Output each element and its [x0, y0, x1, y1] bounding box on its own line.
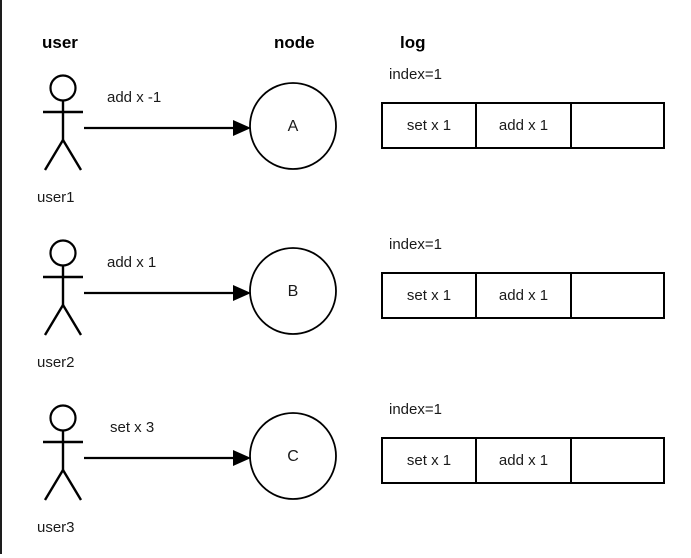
- log-index-label: index=1: [389, 236, 442, 253]
- node-label: B: [287, 283, 299, 300]
- edge-label: add x -1: [107, 89, 162, 106]
- node-circle: [249, 247, 337, 335]
- actor-stick-figure-icon: [43, 404, 83, 501]
- log-entry-cell: set x 1: [383, 104, 477, 147]
- actor-label: user2: [37, 354, 75, 371]
- log-entry-cell: add x 1: [477, 439, 572, 482]
- column-header-log: log: [400, 33, 426, 52]
- left-border-strip: [0, 0, 2, 554]
- message-arrow: [84, 450, 251, 466]
- actor-label: user3: [37, 519, 75, 536]
- log-table: set x 1 add x 1: [381, 102, 665, 149]
- edge-label: add x 1: [107, 254, 157, 271]
- diagram-row: user1 add x -1 A index=1 set x 1 add x 1: [0, 63, 691, 228]
- node-circle: [249, 412, 337, 500]
- log-index-label: index=1: [389, 401, 442, 418]
- log-table: set x 1 add x 1: [381, 272, 665, 319]
- log-entry-cell-empty: [572, 439, 663, 482]
- node-circle: [249, 82, 337, 170]
- log-entry-cell: set x 1: [383, 274, 477, 317]
- column-header-node: node: [274, 33, 315, 52]
- actor-stick-figure-icon: [43, 74, 83, 171]
- diagram-row: user3 set x 3 C index=1 set x 1 add x 1: [0, 393, 691, 558]
- log-entry-cell: add x 1: [477, 104, 572, 147]
- diagram-row: user2 add x 1 B index=1 set x 1 add x 1: [0, 228, 691, 393]
- column-header-user: user: [42, 33, 78, 52]
- log-entry-cell-empty: [572, 274, 663, 317]
- log-index-label: index=1: [389, 66, 442, 83]
- log-entry-cell: set x 1: [383, 439, 477, 482]
- node-label: A: [287, 118, 299, 135]
- node-label: C: [287, 448, 299, 465]
- log-table: set x 1 add x 1: [381, 437, 665, 484]
- actor-stick-figure-icon: [43, 239, 83, 336]
- message-arrow: [84, 285, 251, 301]
- log-entry-cell: add x 1: [477, 274, 572, 317]
- actor-label: user1: [37, 189, 75, 206]
- edge-label: set x 3: [110, 419, 155, 436]
- log-entry-cell-empty: [572, 104, 663, 147]
- message-arrow: [84, 120, 251, 136]
